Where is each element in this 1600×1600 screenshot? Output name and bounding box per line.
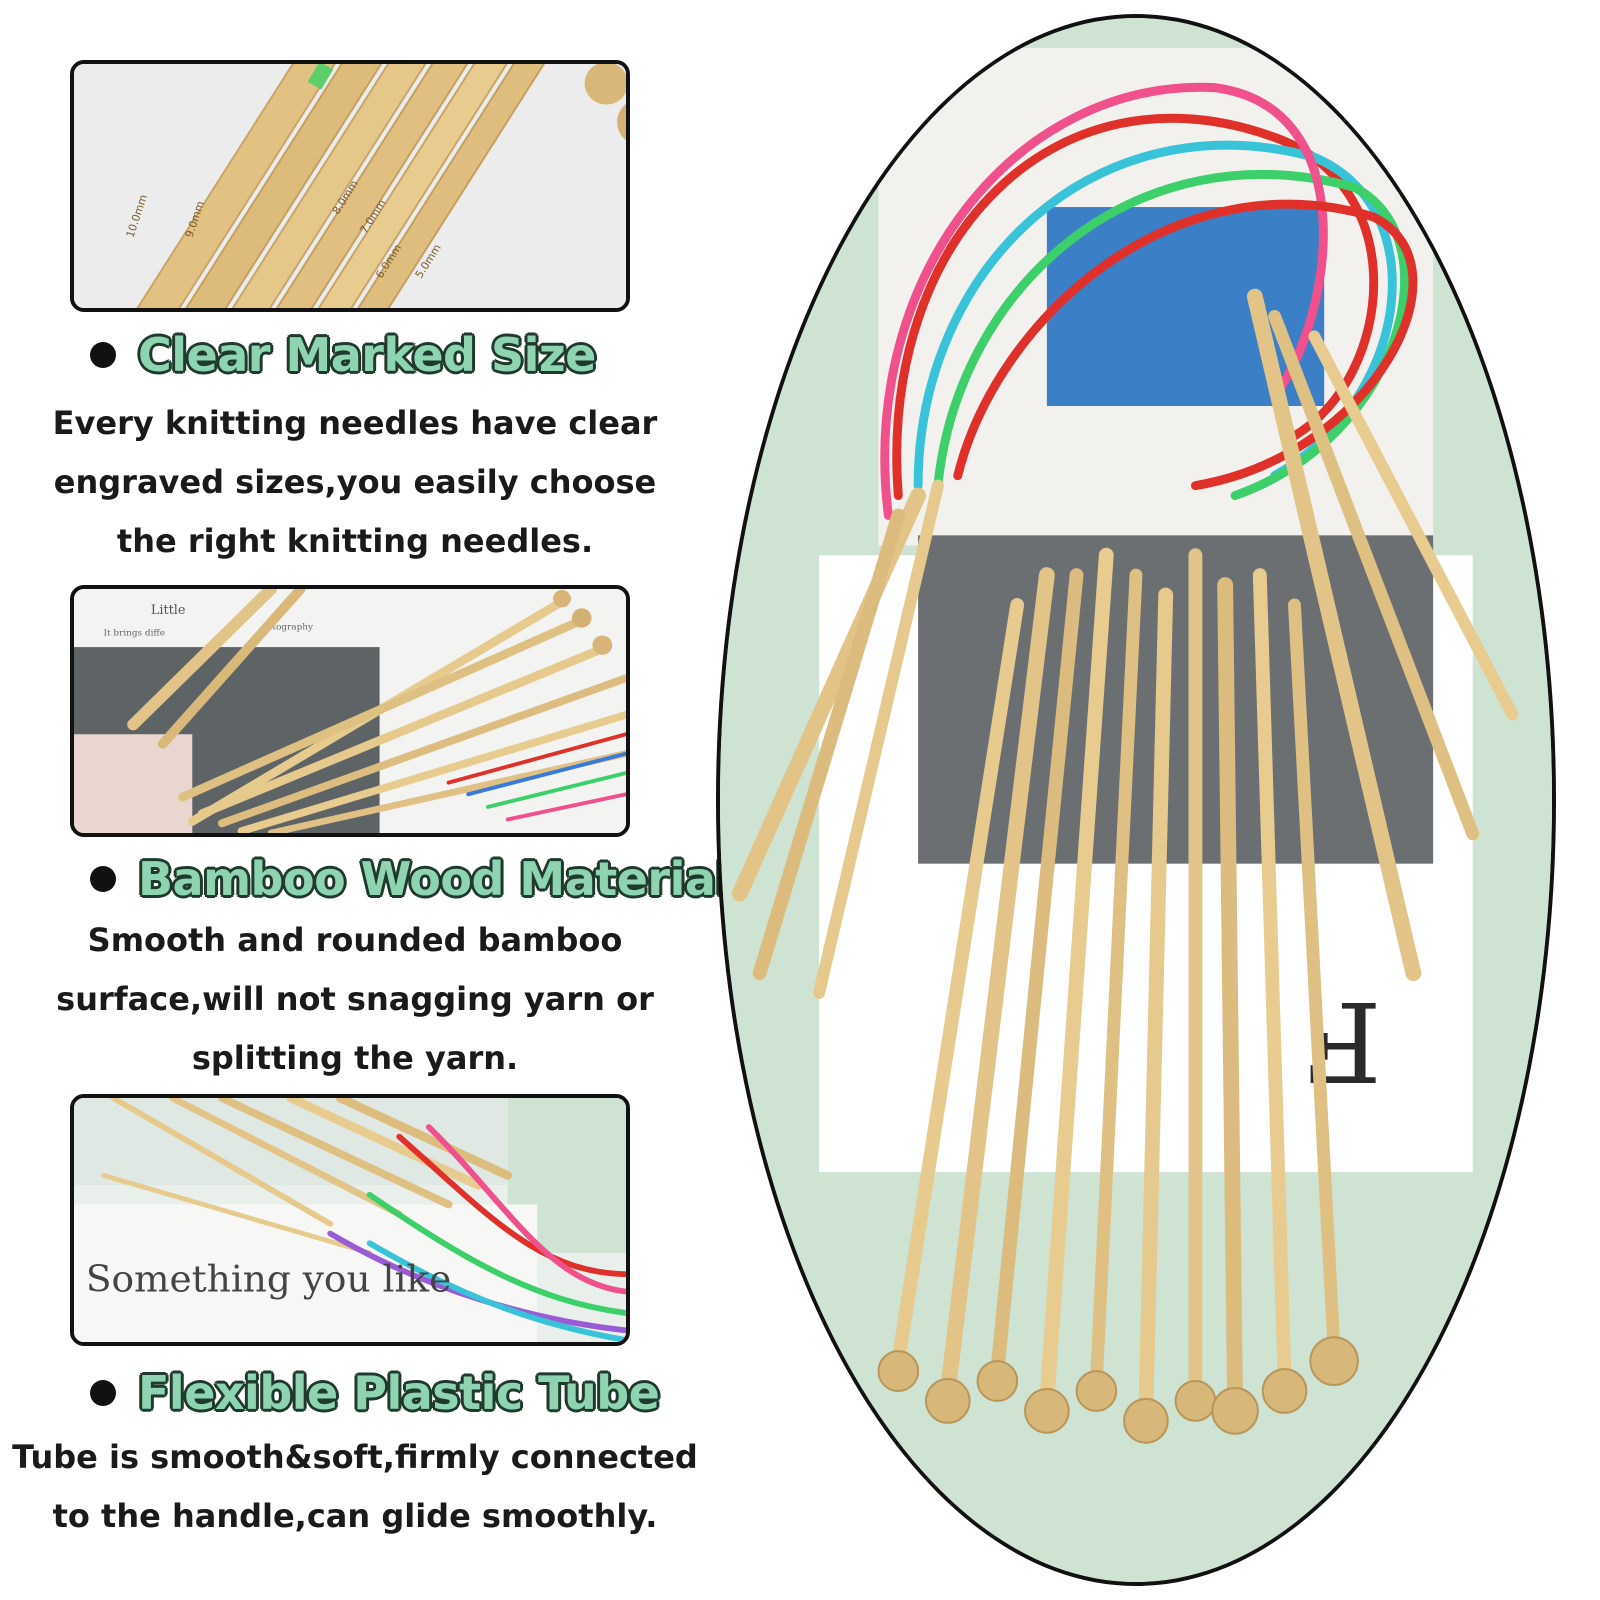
bullet-dot-icon [90, 1380, 116, 1406]
photo-plastic-tubes: Something you like [74, 1098, 626, 1342]
feature-title: Bamboo Wood Material [138, 852, 731, 906]
photo-needle-set: F [720, 18, 1552, 1582]
photo-bamboo-wood-material: Little It brings diffe otography [70, 585, 630, 837]
description-line: Every knitting needles have clear [52, 404, 658, 442]
bullet-dot-icon [90, 342, 116, 368]
card-word: otography [267, 623, 313, 633]
card-title: Little [151, 602, 186, 617]
photo-clear-marked-size: 10.0mm 9.0mm 8.0mm 7.0mm 6.0mm 5.0mm [70, 60, 630, 312]
photo-caption: Something you like [86, 1258, 451, 1301]
photo-bamboo-sizes: 10.0mm 9.0mm 8.0mm 7.0mm 6.0mm 5.0mm [74, 64, 626, 308]
card-line: It brings diffe [104, 629, 165, 639]
feature-title: Flexible Plastic Tube [138, 1366, 660, 1420]
description-line: splitting the yarn. [191, 1039, 519, 1077]
feature-title: Clear Marked Size [138, 328, 596, 382]
description-line: engraved sizes,you easily choose [53, 463, 657, 501]
hero-product-photo: F [716, 14, 1556, 1586]
bullet-dot-icon [90, 866, 116, 892]
description-line: Tube is smooth&soft,firmly connected [12, 1438, 698, 1476]
description-line: to the handle,can glide smoothly. [52, 1497, 658, 1535]
feature-description-flexible-plastic-tube: Tube is smooth&soft,firmly connected to … [0, 1428, 710, 1546]
feature-heading-bamboo-wood-material: Bamboo Wood Material [90, 852, 731, 906]
photo-bamboo-needles: Little It brings diffe otography [74, 589, 626, 833]
description-line: surface,will not snagging yarn or [56, 980, 654, 1018]
feature-description-clear-marked-size: Every knitting needles have clear engrav… [20, 394, 690, 571]
description-line: Smooth and rounded bamboo [87, 921, 623, 959]
photo-flexible-plastic-tube: Something you like [70, 1094, 630, 1346]
feature-heading-flexible-plastic-tube: Flexible Plastic Tube [90, 1366, 660, 1420]
feature-heading-clear-marked-size: Clear Marked Size [90, 328, 596, 382]
description-line: the right knitting needles. [116, 522, 594, 560]
feature-description-bamboo-wood-material: Smooth and rounded bamboo surface,will n… [20, 911, 690, 1088]
